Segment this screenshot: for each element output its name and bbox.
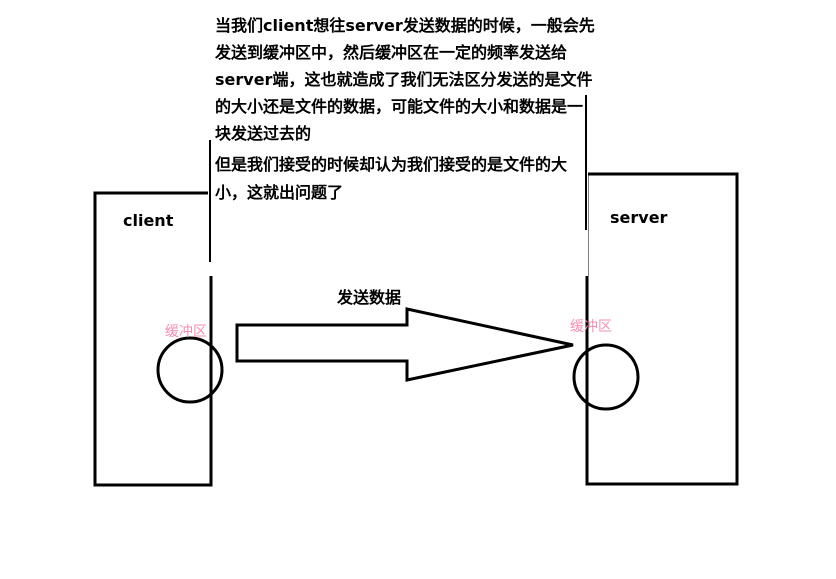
- server-buffer-label: 缓冲区: [570, 319, 612, 335]
- client-buffer-label: 缓冲区: [165, 324, 207, 340]
- server-box: [585, 172, 739, 486]
- client-buffer-circle: [156, 336, 224, 404]
- client-node: client 缓冲区: [93, 191, 224, 487]
- send-arrow: 发送数据: [235, 288, 574, 382]
- description-line: 发送到缓冲区中，然后缓冲区在一定的频率发送给: [214, 43, 567, 62]
- description-block: 当我们client想往server发送数据的时候，一般会先 发送到缓冲区中，然后…: [208, 8, 595, 276]
- arrow-label: 发送数据: [336, 288, 401, 307]
- description-line: 块发送过去的: [215, 124, 311, 143]
- description-background: [208, 8, 588, 276]
- description-line: 小，这就出问题了: [215, 183, 343, 202]
- description-line: 但是我们接受的时候却认为我们接受的是文件的大: [215, 155, 567, 174]
- description-line: 的大小还是文件的数据，可能文件的大小和数据是一: [215, 97, 583, 116]
- server-buffer-circle: [572, 343, 640, 411]
- server-label: server: [610, 208, 668, 227]
- description-line: server端，这也就造成了我们无法区分发送的是文件: [215, 70, 592, 89]
- arrow-shape: [235, 307, 574, 382]
- server-node: server 缓冲区: [570, 172, 739, 486]
- client-label: client: [123, 211, 174, 230]
- description-line: 当我们client想往server发送数据的时候，一般会先: [215, 16, 595, 35]
- client-box: [93, 191, 213, 487]
